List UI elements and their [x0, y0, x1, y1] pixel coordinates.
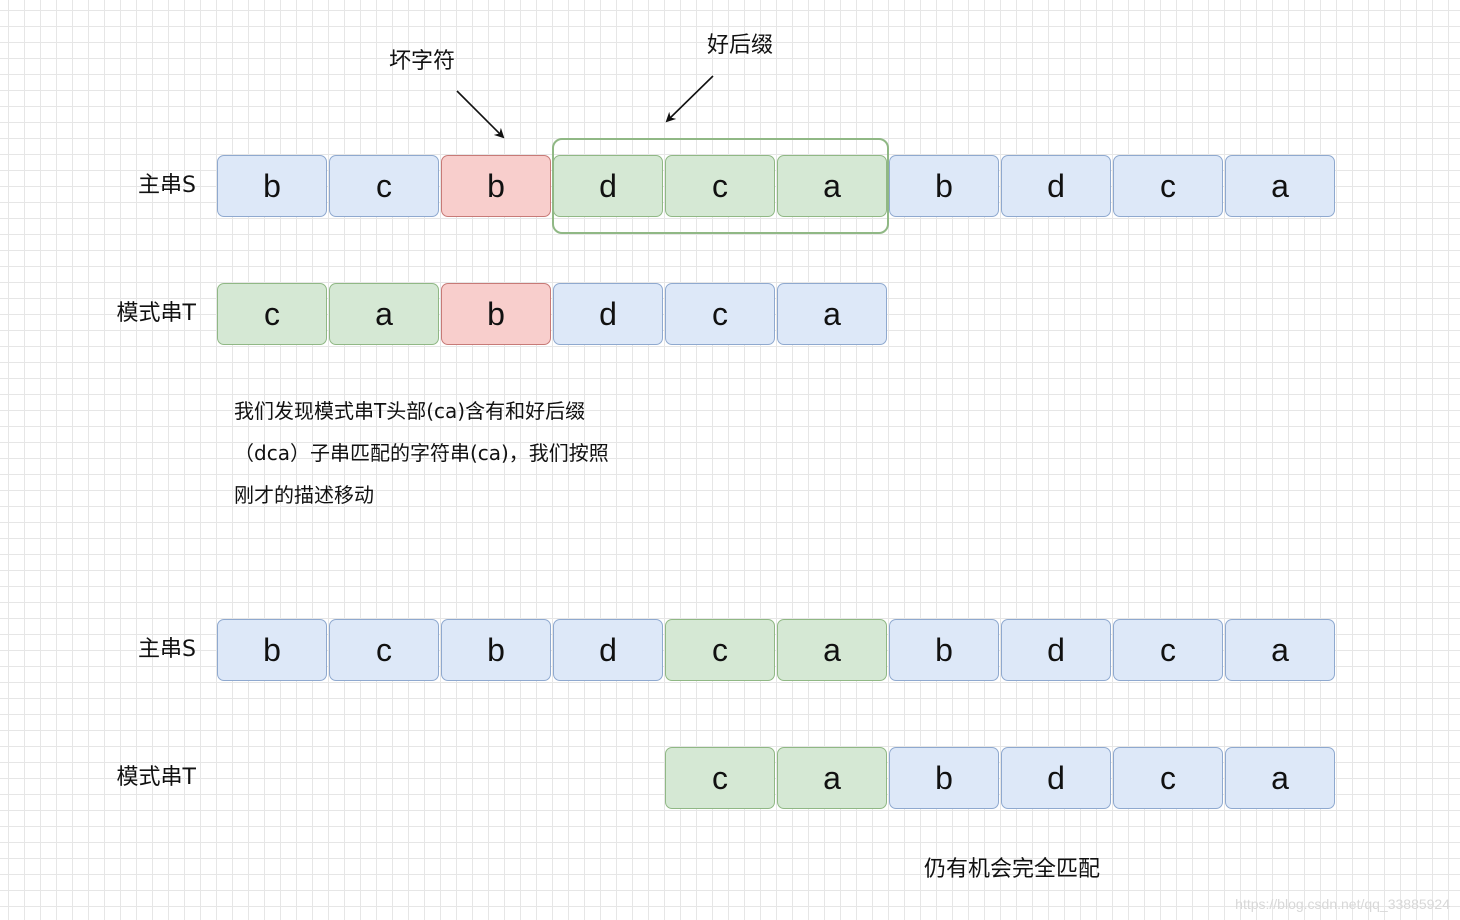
char-cell: c [1113, 747, 1223, 809]
description-text: 我们发现模式串T头部(ca)含有和好后缀 （dca）子串匹配的字符串(ca)，我… [234, 390, 674, 516]
bad-char-arrow [456, 90, 505, 139]
char-cell: c [217, 283, 327, 345]
char-cell: b [217, 619, 327, 681]
char-cell: d [1001, 155, 1111, 217]
description-line: 刚才的描述移动 [234, 483, 374, 507]
char-cell: c [665, 619, 775, 681]
good-suffix-arrow [665, 75, 714, 123]
char-cell: b [889, 747, 999, 809]
char-cell: a [1225, 747, 1335, 809]
good-suffix-label: 好后缀 [707, 33, 774, 58]
row-label: 模式串T [116, 301, 196, 326]
char-cell: d [553, 619, 663, 681]
char-cell: a [329, 283, 439, 345]
char-cell: b [889, 155, 999, 217]
char-cell: a [777, 747, 887, 809]
row-label: 主串S [138, 173, 196, 198]
char-cell: c [329, 155, 439, 217]
char-cell: a [1225, 155, 1335, 217]
description-line: （dca）子串匹配的字符串(ca)，我们按照 [234, 441, 609, 465]
char-cell: d [553, 283, 663, 345]
row-label: 主串S [138, 637, 196, 662]
char-cell: c [1113, 619, 1223, 681]
watermark: https://blog.csdn.net/qq_33885924 [1235, 896, 1450, 912]
char-cell: c [665, 283, 775, 345]
conclusion-label: 仍有机会完全匹配 [924, 857, 1101, 882]
char-cell: d [1001, 747, 1111, 809]
char-cell: b [217, 155, 327, 217]
description-line: 我们发现模式串T头部(ca)含有和好后缀 [234, 399, 586, 423]
char-cell: a [1225, 619, 1335, 681]
row-label: 模式串T [116, 765, 196, 790]
char-cell: b [441, 283, 551, 345]
char-cell: a [777, 155, 887, 217]
char-cell: c [665, 155, 775, 217]
char-cell: b [441, 155, 551, 217]
char-cell: c [1113, 155, 1223, 217]
char-cell: a [777, 283, 887, 345]
bad-char-label: 坏字符 [389, 49, 456, 74]
char-cell: d [1001, 619, 1111, 681]
char-cell: b [441, 619, 551, 681]
char-cell: b [889, 619, 999, 681]
good-suffix-box [552, 138, 889, 234]
char-cell: d [553, 155, 663, 217]
char-cell: c [329, 619, 439, 681]
char-cell: a [777, 619, 887, 681]
char-cell: c [665, 747, 775, 809]
